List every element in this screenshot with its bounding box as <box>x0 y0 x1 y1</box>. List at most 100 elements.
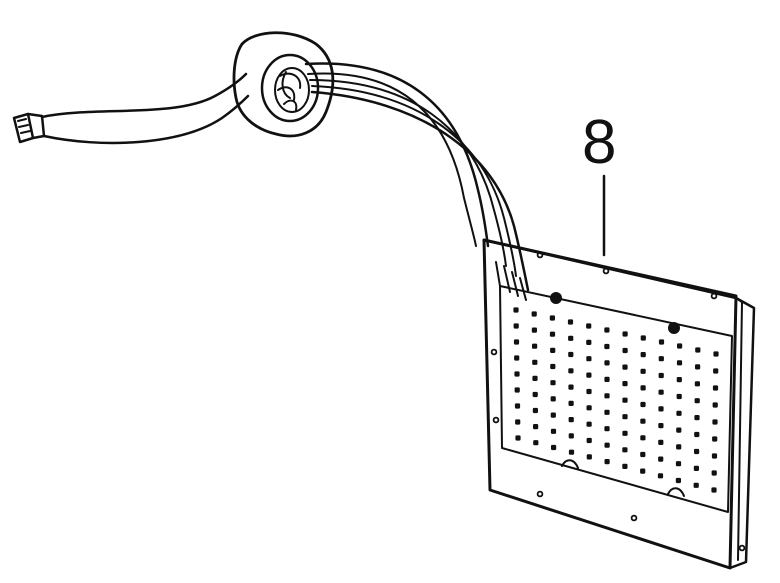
led-dot <box>712 385 719 391</box>
led-dot <box>550 396 556 402</box>
led-dot <box>640 468 646 474</box>
mounting-hole <box>536 251 544 259</box>
led-dot <box>549 315 555 321</box>
fastener-hole <box>668 322 680 334</box>
led-dot <box>568 449 575 455</box>
led-dot <box>567 319 574 325</box>
led-dot <box>622 364 628 370</box>
led-dot <box>586 405 592 411</box>
led-dot <box>604 327 610 333</box>
fastener-hole <box>550 292 562 304</box>
mounting-hole <box>490 348 498 356</box>
led-dot <box>713 368 719 374</box>
led-dot <box>513 307 519 313</box>
led-dot <box>550 380 556 386</box>
mounting-hole <box>492 416 500 424</box>
led-dot <box>568 368 574 374</box>
led-dot <box>604 360 610 366</box>
led-dot <box>711 453 718 459</box>
led-dot <box>695 347 701 353</box>
led-dot <box>694 431 700 438</box>
led-dot <box>568 400 574 406</box>
led-dot <box>550 347 556 353</box>
led-light-panel <box>482 238 756 570</box>
led-dot <box>550 363 556 370</box>
led-dot <box>514 387 520 393</box>
led-dot <box>586 421 592 427</box>
led-dot <box>586 454 592 460</box>
led-dot <box>568 433 574 439</box>
led-dot <box>551 444 557 451</box>
led-dot <box>675 477 681 484</box>
led-dot <box>694 398 700 404</box>
led-dot <box>604 376 610 382</box>
led-dot <box>532 343 538 349</box>
led-dot <box>694 415 700 421</box>
led-dot <box>677 343 683 349</box>
led-dot <box>676 444 682 450</box>
led-dot <box>640 451 646 458</box>
led-dot <box>514 403 521 409</box>
led-dot <box>532 391 538 398</box>
single-cable <box>40 72 250 145</box>
led-dot <box>533 440 539 446</box>
wire-bundle <box>304 62 530 301</box>
led-dot <box>550 428 557 434</box>
led-dot <box>604 426 610 432</box>
led-dot <box>657 473 664 479</box>
led-dot <box>640 401 646 408</box>
led-dot <box>513 323 519 329</box>
led-dot <box>695 364 701 370</box>
led-dot <box>604 409 610 415</box>
led-dot <box>586 323 592 329</box>
mounting-hole <box>536 490 544 498</box>
led-dot <box>640 335 646 341</box>
mounting-hole <box>710 292 718 300</box>
led-dot <box>676 393 682 400</box>
led-dot <box>586 356 592 362</box>
cable-connector-plug <box>12 112 46 144</box>
led-dot <box>675 461 682 467</box>
led-dot <box>586 388 592 395</box>
led-dot <box>622 463 628 469</box>
led-dot <box>586 372 592 378</box>
led-dot <box>713 351 719 357</box>
mounting-hole <box>738 544 746 552</box>
led-dot <box>531 311 537 317</box>
mounting-hole <box>630 514 638 522</box>
led-dot <box>676 377 682 383</box>
led-dot <box>549 331 556 337</box>
cable-grommet <box>232 31 335 138</box>
led-dot <box>711 487 717 493</box>
led-dot <box>514 355 520 361</box>
led-dot <box>532 407 538 414</box>
led-dot <box>622 331 628 337</box>
led-dot <box>658 439 664 445</box>
led-dot <box>622 397 628 403</box>
led-dot <box>676 410 682 416</box>
led-dot <box>533 424 539 430</box>
led-dot <box>568 335 574 341</box>
led-dot <box>531 327 537 333</box>
led-dot <box>604 442 610 448</box>
led-dot <box>712 402 718 408</box>
mounting-hole <box>602 267 610 275</box>
led-dot <box>712 436 718 442</box>
led-dot <box>640 368 646 374</box>
led-dot <box>604 393 610 399</box>
led-dot <box>515 419 521 425</box>
led-dot <box>550 412 556 418</box>
led-dot <box>586 339 592 345</box>
panel-tab <box>561 459 685 497</box>
led-dot <box>693 482 699 488</box>
led-dot <box>676 360 683 366</box>
led-dot <box>513 339 520 345</box>
led-dot <box>515 435 521 441</box>
led-dot <box>604 459 610 465</box>
led-dot <box>640 352 646 358</box>
led-dot <box>694 448 700 455</box>
led-dot <box>640 435 646 441</box>
led-dot <box>622 381 628 387</box>
led-dot <box>658 406 664 412</box>
